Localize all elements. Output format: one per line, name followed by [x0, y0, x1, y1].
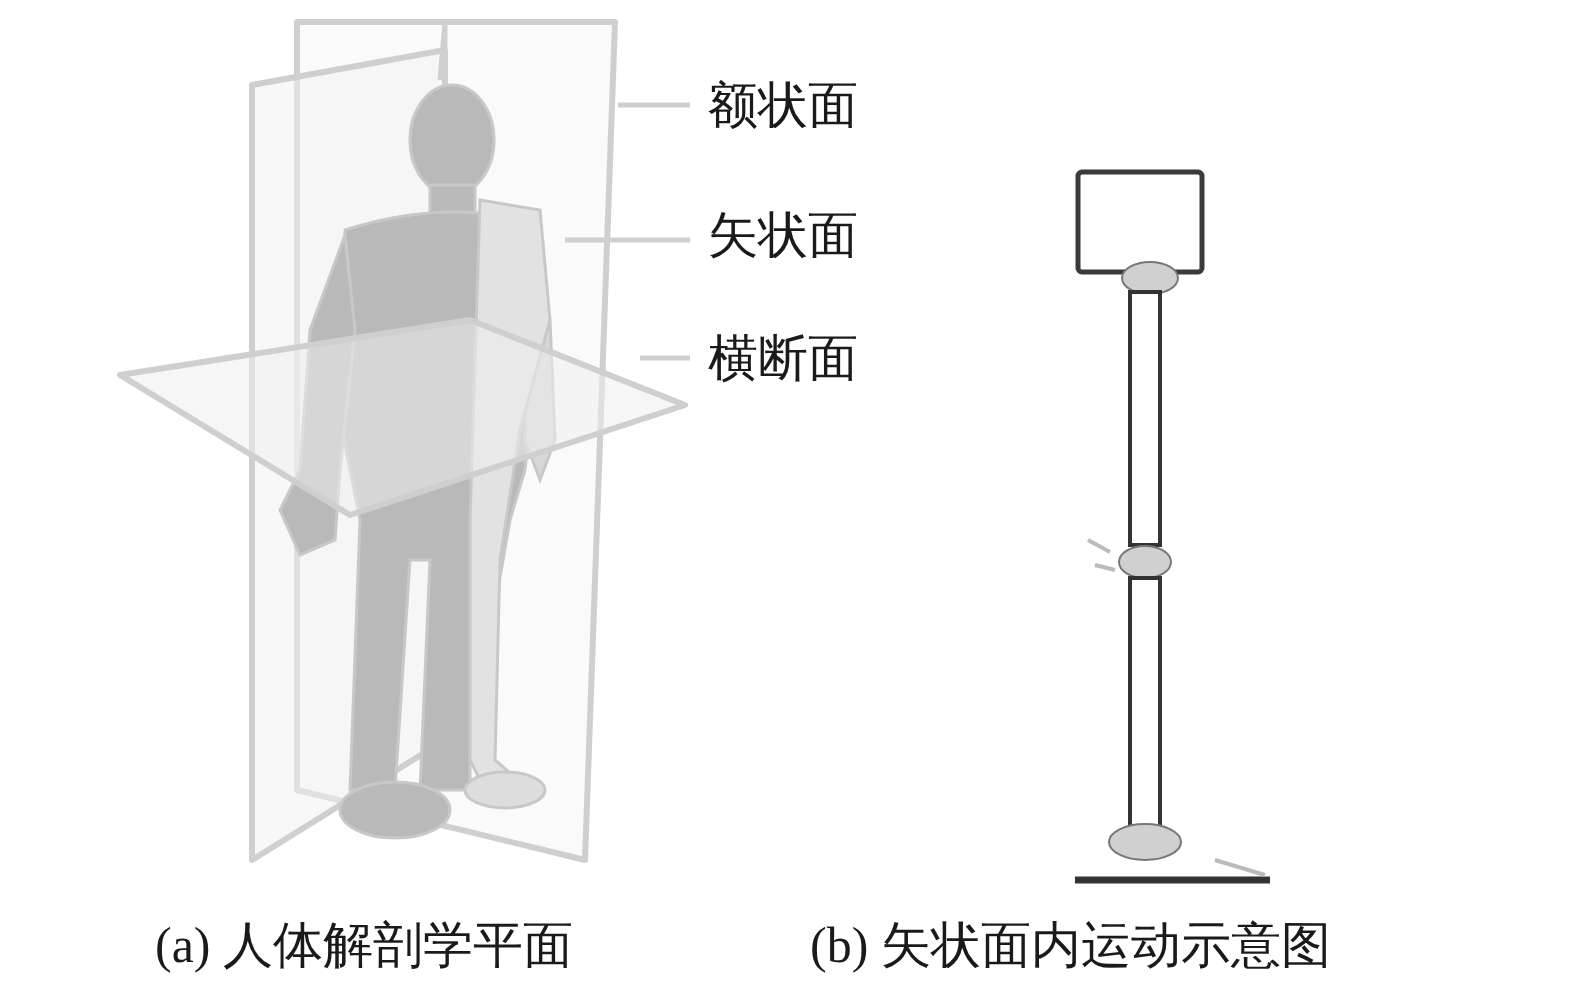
- sagittal-motion-model: [1075, 172, 1270, 880]
- transverse-plane: [120, 320, 685, 515]
- caption: (b) 矢状面内运动示意图: [810, 920, 1331, 970]
- leader-lines: [440, 22, 690, 358]
- plane-label: 矢状面: [708, 210, 858, 260]
- plane-label: 横断面: [708, 333, 858, 383]
- caption: (a) 人体解剖学平面: [155, 920, 573, 970]
- plane-label: 额状面: [708, 80, 858, 130]
